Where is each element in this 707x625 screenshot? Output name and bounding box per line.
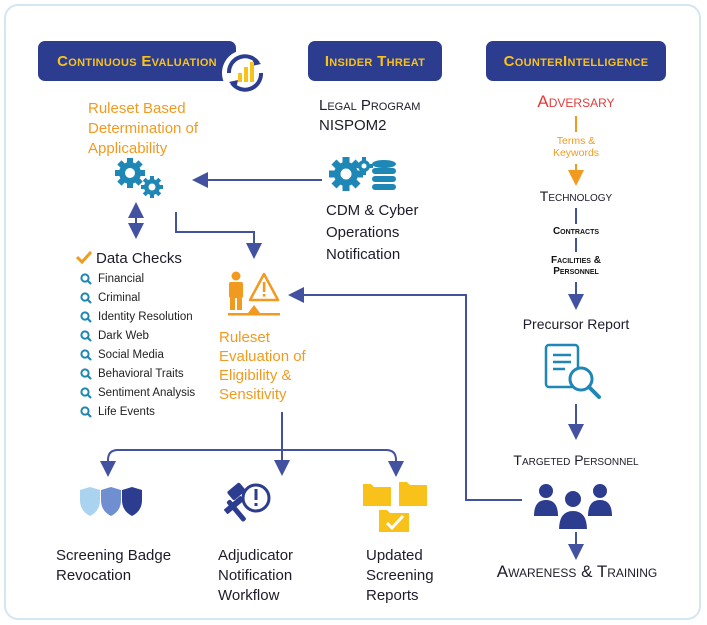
ruleset-based-line: Ruleset Based — [88, 100, 186, 117]
data-check-item: Behavioral Traits — [80, 368, 184, 380]
data-check-label: Life Events — [98, 406, 155, 418]
facilities-line: Personnel — [553, 266, 599, 277]
precursor-report-label: Precursor Report — [522, 316, 630, 332]
data-check-label: Behavioral Traits — [98, 368, 184, 380]
person-warning-scale-icon — [228, 271, 280, 316]
data-check-item: Dark Web — [80, 330, 149, 342]
data-check-label: Identity Resolution — [98, 311, 193, 323]
data-check-label: Social Media — [98, 349, 164, 361]
legal-line: NISPOM2 — [319, 117, 387, 134]
adjudicator-line: Notification — [218, 567, 293, 584]
updated-line: Screening — [366, 567, 434, 584]
terms-line: Keywords — [552, 147, 600, 159]
badge-line: Revocation — [56, 567, 132, 584]
arrow-gears-to-ruleset — [175, 212, 262, 259]
updated-reports-text: Updated Screening Reports — [366, 546, 434, 606]
gavel-alert-icon — [224, 482, 271, 522]
awareness-training-label: Awareness & Training — [496, 562, 658, 581]
legal-program-text: Legal Program NISPOM2 — [319, 96, 420, 136]
header-insider-label: Insider Threat — [324, 52, 426, 70]
data-checks-title: Data Checks — [75, 250, 182, 267]
search-icon — [80, 273, 92, 285]
ruleset-eval-line: Sensitivity — [219, 386, 287, 403]
search-icon — [80, 349, 92, 361]
search-icon — [80, 311, 92, 323]
header-continuous-evaluation: Continuous Evaluation — [38, 41, 236, 81]
shields-icon — [80, 487, 142, 516]
facilities-line: Facilities & — [551, 255, 601, 266]
data-check-item: Criminal — [80, 292, 140, 304]
badge-line: Screening Badge — [56, 547, 172, 564]
gears-icon — [115, 158, 163, 198]
search-icon — [80, 387, 92, 399]
terms-line: Terms & — [556, 135, 596, 147]
updated-line: Updated — [366, 547, 423, 564]
ruleset-eval-line: Evaluation of — [219, 348, 306, 365]
search-icon — [80, 368, 92, 380]
ruleset-based-line: Applicability — [88, 140, 168, 157]
data-check-label: Criminal — [98, 292, 141, 304]
ruleset-based-line: Determination of — [88, 120, 199, 137]
adversary-label: Adversary — [537, 92, 615, 111]
search-icon — [80, 406, 92, 418]
header-continuous-label: Continuous Evaluation — [57, 52, 217, 70]
data-check-item: Identity Resolution — [80, 311, 193, 323]
adjudicator-line: Workflow — [218, 587, 280, 604]
data-check-item: Financial — [80, 273, 144, 285]
updated-line: Reports — [366, 587, 419, 604]
data-check-item: Social Media — [80, 349, 164, 361]
header-counter-label: CounterIntelligence — [503, 52, 649, 70]
cdm-line: CDM & Cyber — [326, 202, 419, 219]
report-search-icon — [544, 343, 601, 399]
arrow-split-right — [282, 449, 404, 477]
cdm-line: Notification — [326, 246, 401, 263]
header-insider-threat: Insider Threat — [308, 41, 442, 81]
team-icon — [534, 484, 612, 531]
targeted-personnel-label: Targeted Personnel — [513, 452, 639, 468]
data-check-label: Financial — [98, 273, 145, 285]
data-check-label: Sentiment Analysis — [98, 387, 196, 399]
ruleset-based-text: Ruleset Based Determination of Applicabi… — [88, 99, 198, 159]
technology-label: Technology — [539, 188, 613, 204]
data-check-label: Dark Web — [98, 330, 149, 342]
search-icon — [80, 292, 92, 304]
data-check-item: Sentiment Analysis — [80, 387, 195, 399]
diagram-frame — [4, 4, 701, 620]
refresh-chart-icon — [222, 50, 268, 96]
data-checks-label: Data Checks — [96, 250, 182, 267]
arrow-team-to-ruleset — [288, 287, 522, 501]
terms-keywords-text: Terms & Keywords — [536, 135, 616, 159]
ruleset-eval-line: Eligibility & — [219, 367, 292, 384]
arrow-split-left — [100, 449, 282, 477]
ruleset-eval-line: Ruleset — [219, 329, 270, 346]
adjudicator-line: Adjudicator — [218, 547, 294, 564]
header-counterintelligence: CounterIntelligence — [486, 41, 666, 81]
ruleset-evaluation-text: Ruleset Evaluation of Eligibility & Sens… — [219, 328, 306, 404]
adjudicator-text: Adjudicator Notification Workflow — [218, 546, 293, 606]
cdm-text: CDM & Cyber Operations Notification — [326, 200, 419, 266]
legal-line: Legal Program — [319, 97, 421, 114]
data-check-item: Life Events — [80, 406, 155, 418]
cdm-line: Operations — [326, 224, 400, 241]
folders-check-icon — [363, 482, 427, 532]
search-icon — [80, 330, 92, 342]
checkmark-icon — [75, 250, 93, 265]
gears-database-icon — [329, 157, 396, 191]
contracts-label: Contracts — [552, 226, 600, 237]
facilities-personnel-text: Facilities & Personnel — [531, 255, 621, 277]
screening-badge-text: Screening Badge Revocation — [56, 546, 171, 586]
